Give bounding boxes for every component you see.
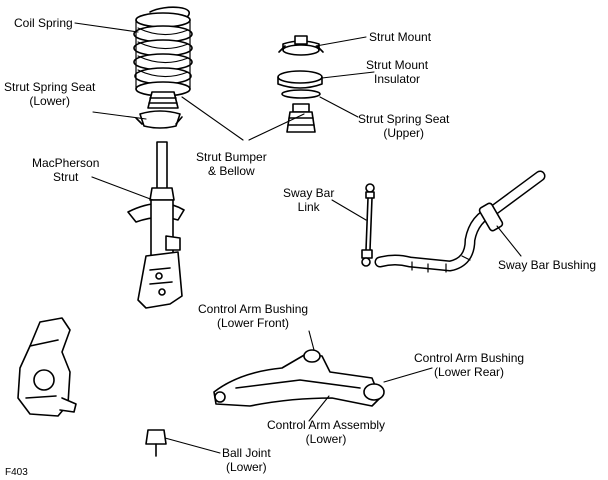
strut-mount-insulator-part (277, 70, 323, 89)
coil-spring-part (133, 6, 193, 97)
label-control-arm-assembly: Control Arm Assembly (Lower) (267, 418, 386, 446)
label-coil-spring: Coil Spring (14, 16, 73, 30)
label-control-arm-bushing-lower-rear: Control Arm Bushing (Lower Rear) (414, 351, 525, 379)
leader-lines (74, 22, 522, 454)
label-strut-spring-seat-lower: Strut Spring Seat (Lower) (4, 80, 96, 108)
strut-bumper-upper-part (286, 103, 316, 133)
strut-mount-part (278, 35, 324, 56)
label-strut-mount-insulator: Strut Mount Insulator (366, 58, 429, 86)
label-control-arm-bushing-lower-front: Control Arm Bushing (Lower Front) (198, 302, 309, 330)
sway-bar-part (374, 170, 546, 273)
label-strut-mount: Strut Mount (369, 30, 432, 44)
label-strut-bumper-bellow: Strut Bumper & Bellow (196, 150, 267, 178)
macpherson-strut-part (127, 141, 185, 309)
label-macpherson-strut: MacPherson Strut (32, 156, 100, 184)
sway-bar-link-part (361, 183, 375, 267)
ball-joint-part (145, 429, 167, 457)
label-ball-joint: Ball Joint (Lower) (222, 446, 271, 474)
control-arm-part (213, 349, 385, 407)
label-sway-bar-bushing: Sway Bar Bushing (498, 258, 597, 272)
steering-knuckle-part (17, 317, 77, 417)
label-strut-spring-seat-upper: Strut Spring Seat (Upper) (358, 112, 450, 140)
label-sway-bar-link: Sway Bar Link (283, 186, 335, 214)
figure-id: F403 (5, 467, 28, 478)
strut-bumper-lower-part (147, 91, 179, 109)
lower-spring-seat-part (135, 110, 183, 129)
strut-spring-seat-upper-part (281, 89, 321, 99)
